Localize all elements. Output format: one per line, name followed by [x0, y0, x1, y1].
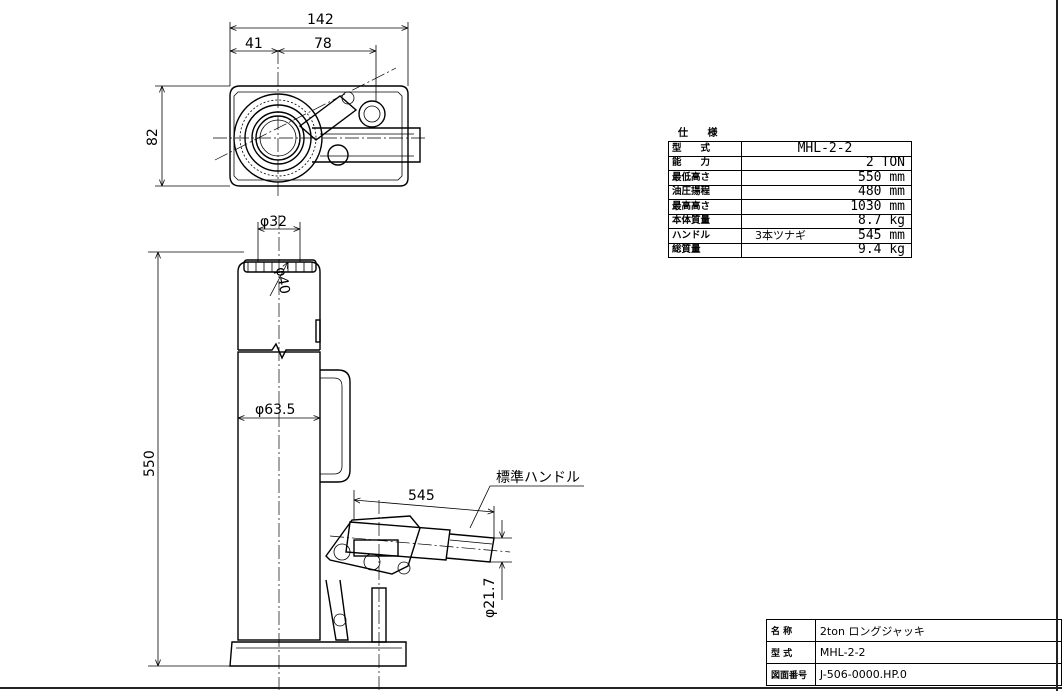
spec-value: 8.7 kg	[741, 213, 912, 229]
spec-label: 能 力	[668, 155, 742, 171]
frame-border-right	[1056, 0, 1058, 691]
top-view: 142 41 78 82	[145, 12, 428, 196]
spec-value: 2 TON	[741, 155, 912, 171]
spec-label: 総質量	[668, 242, 742, 258]
handle-callout: 標準ハンドル	[496, 470, 580, 486]
spec-value: 480 mm	[741, 184, 912, 200]
title-drawing-number: J-506-0000.HP.0	[814, 663, 1062, 686]
dim-overall-width: 142	[307, 12, 334, 28]
spec-value: 1030 mm	[741, 199, 912, 215]
dim-handle-diameter: φ21.7	[482, 578, 498, 618]
spec-value: 9.4 kg	[741, 242, 912, 258]
spec-label: 油圧揚程	[668, 184, 742, 200]
spec-caption: 仕 様	[678, 128, 726, 139]
spec-value-text: 545 mm	[858, 227, 905, 243]
spec-value: 550 mm	[741, 170, 912, 186]
title-name: 2ton ロングジャッキ	[814, 619, 1062, 642]
spec-label: 最高高さ	[668, 199, 742, 215]
spec-value: 3本ツナギ 545 mm	[741, 227, 912, 244]
dim-handle-length: 545	[408, 488, 435, 504]
spec-value: MHL-2-2	[741, 141, 912, 157]
dim-min-height: 550	[142, 450, 158, 477]
spec-label: 最低高さ	[668, 170, 742, 186]
spec-label: ハンドル	[668, 228, 742, 244]
spec-value-prefix: 3本ツナギ	[755, 228, 806, 242]
spec-label: 型 式	[668, 141, 742, 157]
title-label: 型 式	[766, 641, 816, 664]
table-row: ハンドル 3本ツナギ 545 mm	[668, 227, 912, 244]
dim-center-offset: 78	[314, 36, 332, 52]
title-label: 図面番号	[766, 663, 816, 686]
title-model: MHL-2-2	[814, 641, 1062, 664]
dim-depth: 82	[145, 128, 161, 146]
dim-ram-diameter: φ32	[260, 214, 287, 230]
dim-left-offset: 41	[245, 36, 263, 52]
dim-body-diameter: φ63.5	[255, 402, 295, 418]
front-view: φ32 φ40 φ63.5 550 545 φ21.7 標準ハンドル	[142, 214, 584, 690]
spec-label: 本体質量	[668, 213, 742, 229]
frame-border-bottom	[0, 687, 1062, 689]
title-label: 名 称	[766, 619, 816, 642]
dim-saddle-diameter: φ40	[272, 266, 292, 295]
